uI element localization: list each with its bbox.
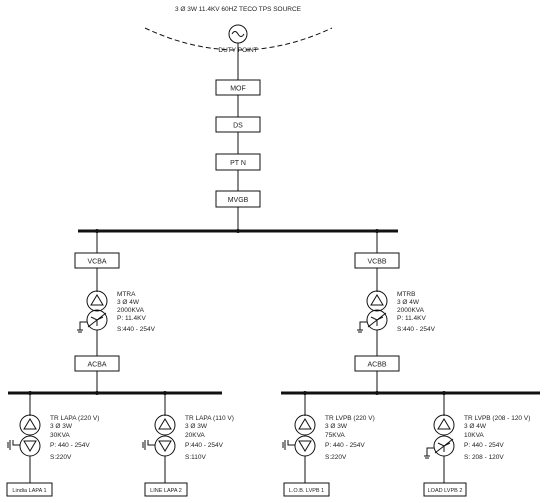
load-lvpb-2-box[interactable]: LOAD LVPB 2: [423, 482, 467, 497]
tr-lvpb-220-transformer-icon[interactable]: [282, 414, 316, 457]
tr-lvpb-208-transformer-icon[interactable]: [424, 414, 455, 459]
ac-source-icon: [228, 24, 248, 44]
mtrb-spec: 2000KVA: [397, 307, 425, 314]
tr-lvpb-220-spec: 75KVA: [325, 432, 345, 439]
tr-lapa-220-transformer-icon[interactable]: [7, 414, 41, 457]
svg-text:ACBB: ACBB: [367, 362, 386, 369]
bus-junction: [375, 391, 379, 395]
tr-lvpb-208-spec: 10KVA: [464, 432, 484, 439]
vcba-box[interactable]: VCBA: [74, 252, 120, 269]
bus-junction: [95, 229, 99, 233]
svg-text:PT N: PT N: [230, 160, 246, 167]
mvgb-box[interactable]: MVGB: [215, 190, 261, 208]
ds-box[interactable]: DS: [215, 116, 261, 133]
tr-lapa-220-spec: P: 440 - 254V: [50, 442, 90, 449]
tr-lvpb-208-spec: P: 440 - 254V: [464, 442, 504, 449]
svg-text:MOF: MOF: [230, 86, 246, 93]
svg-text:L.O.B. LVPB 1: L.O.B. LVPB 1: [289, 488, 324, 494]
mtrb-spec: 3 Ø 4W: [397, 299, 420, 306]
tr-lvpb-208-spec: 3 Ø 4W: [464, 423, 487, 430]
pt-box[interactable]: PT N: [215, 153, 261, 171]
mtra-spec: P: 11.4KV: [117, 315, 146, 322]
source-label: 3 Ø 3W 11.4KV 60HZ TECO TPS SOURCE: [175, 6, 302, 13]
tr-lapa-110-spec: P:440 - 254V: [185, 442, 224, 449]
svg-text:DS: DS: [233, 123, 243, 130]
svg-text:LOAD LVPB 2: LOAD LVPB 2: [428, 488, 463, 494]
tr-lapa-110-spec: S:110V: [185, 454, 207, 461]
tr-lapa-220-spec: 3 Ø 3W: [50, 423, 73, 430]
mtrb-spec: S:440 - 254V: [397, 326, 436, 333]
acbb-box[interactable]: ACBB: [354, 355, 400, 372]
tr-lapa-110-name: TR LAPA (110 V): [185, 415, 234, 422]
svg-text:VCBA: VCBA: [87, 259, 106, 266]
svg-text:ACBA: ACBA: [87, 362, 106, 369]
acba-box[interactable]: ACBA: [74, 355, 120, 372]
mtrb-name: MTRB: [397, 291, 415, 298]
bus-junction: [28, 391, 32, 395]
bus-junction: [95, 391, 99, 395]
mtra-name: MTRA: [117, 291, 136, 298]
tr-lvpb-208-name: TR LVPB (208 - 120 V): [464, 415, 530, 422]
mof-box[interactable]: MOF: [215, 79, 261, 96]
tr-lapa-220-spec: 30KVA: [50, 432, 70, 439]
svg-text:LINE LAPA 2: LINE LAPA 2: [150, 488, 182, 494]
tr-lvpb-220-spec: S:220V: [325, 454, 347, 461]
tr-lapa-220-spec: S:220V: [50, 454, 72, 461]
mtra-transformer-icon[interactable]: [77, 290, 108, 333]
bus-junction: [236, 229, 240, 233]
svg-text:VCBB: VCBB: [367, 259, 386, 266]
bus-junction: [375, 229, 379, 233]
mtra-spec: 2000KVA: [117, 307, 145, 314]
tr-lvpb-208-spec: S: 208 - 120V: [464, 454, 504, 461]
tr-lapa-110-transformer-icon[interactable]: [142, 414, 176, 457]
mtra-spec: 3 Ø 4W: [117, 299, 140, 306]
tr-lvpb-220-spec: 3 Ø 3W: [325, 423, 348, 430]
mtrb-spec: P: 11.4KV: [397, 315, 426, 322]
mtra-spec: S:440 - 254V: [117, 326, 156, 333]
tr-lapa-110-spec: 20KVA: [185, 432, 205, 439]
tr-lapa-110-spec: 3 Ø 3W: [185, 423, 208, 430]
bus-junction: [442, 391, 446, 395]
load-lapa-1-box[interactable]: Lindia LAPA 1: [6, 482, 53, 497]
svg-text:MVGB: MVGB: [228, 197, 249, 204]
tr-lvpb-220-name: TR LVPB (220 V): [325, 415, 375, 422]
load-lvpb-1-box[interactable]: L.O.B. LVPB 1: [283, 482, 330, 497]
tr-lvpb-220-spec: P: 440 - 254V: [325, 442, 365, 449]
bus-junction: [163, 391, 167, 395]
mtrb-transformer-icon[interactable]: [357, 290, 388, 333]
vcbb-box[interactable]: VCBB: [354, 252, 400, 269]
load-lapa-2-box[interactable]: LINE LAPA 2: [144, 482, 188, 497]
svg-text:Lindia LAPA 1: Lindia LAPA 1: [12, 488, 46, 494]
tr-lapa-220-name: TR LAPA (220 V): [50, 415, 99, 422]
bus-junction: [303, 391, 307, 395]
